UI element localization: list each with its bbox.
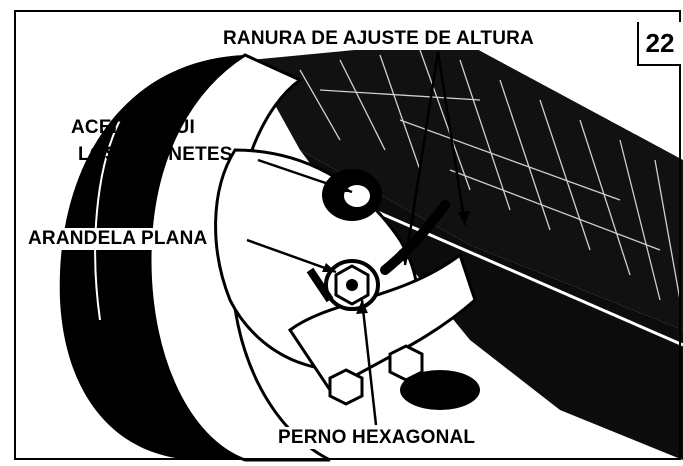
brush-bristles — [250, 40, 683, 330]
brush-backing — [300, 150, 683, 460]
height-slot — [380, 200, 450, 275]
label-bearings: LOS COJINETES — [78, 144, 233, 165]
lower-bolts — [328, 344, 480, 410]
leader-lines — [246, 51, 467, 426]
washer-and-bolt — [306, 259, 380, 311]
label-height-slot: RANURA DE AJUSTE DE ALTURA — [223, 28, 534, 50]
bearing — [322, 169, 382, 221]
label-flat-washer: ARANDELA PLANA — [28, 228, 208, 250]
figure-number: 22 — [637, 22, 681, 66]
backing-edge — [349, 198, 683, 347]
label-oil-here: ACEITE AQUI — [71, 117, 195, 138]
label-hex-bolt: PERNO HEXAGONAL — [278, 427, 476, 449]
leader-arrowheads — [322, 183, 470, 314]
